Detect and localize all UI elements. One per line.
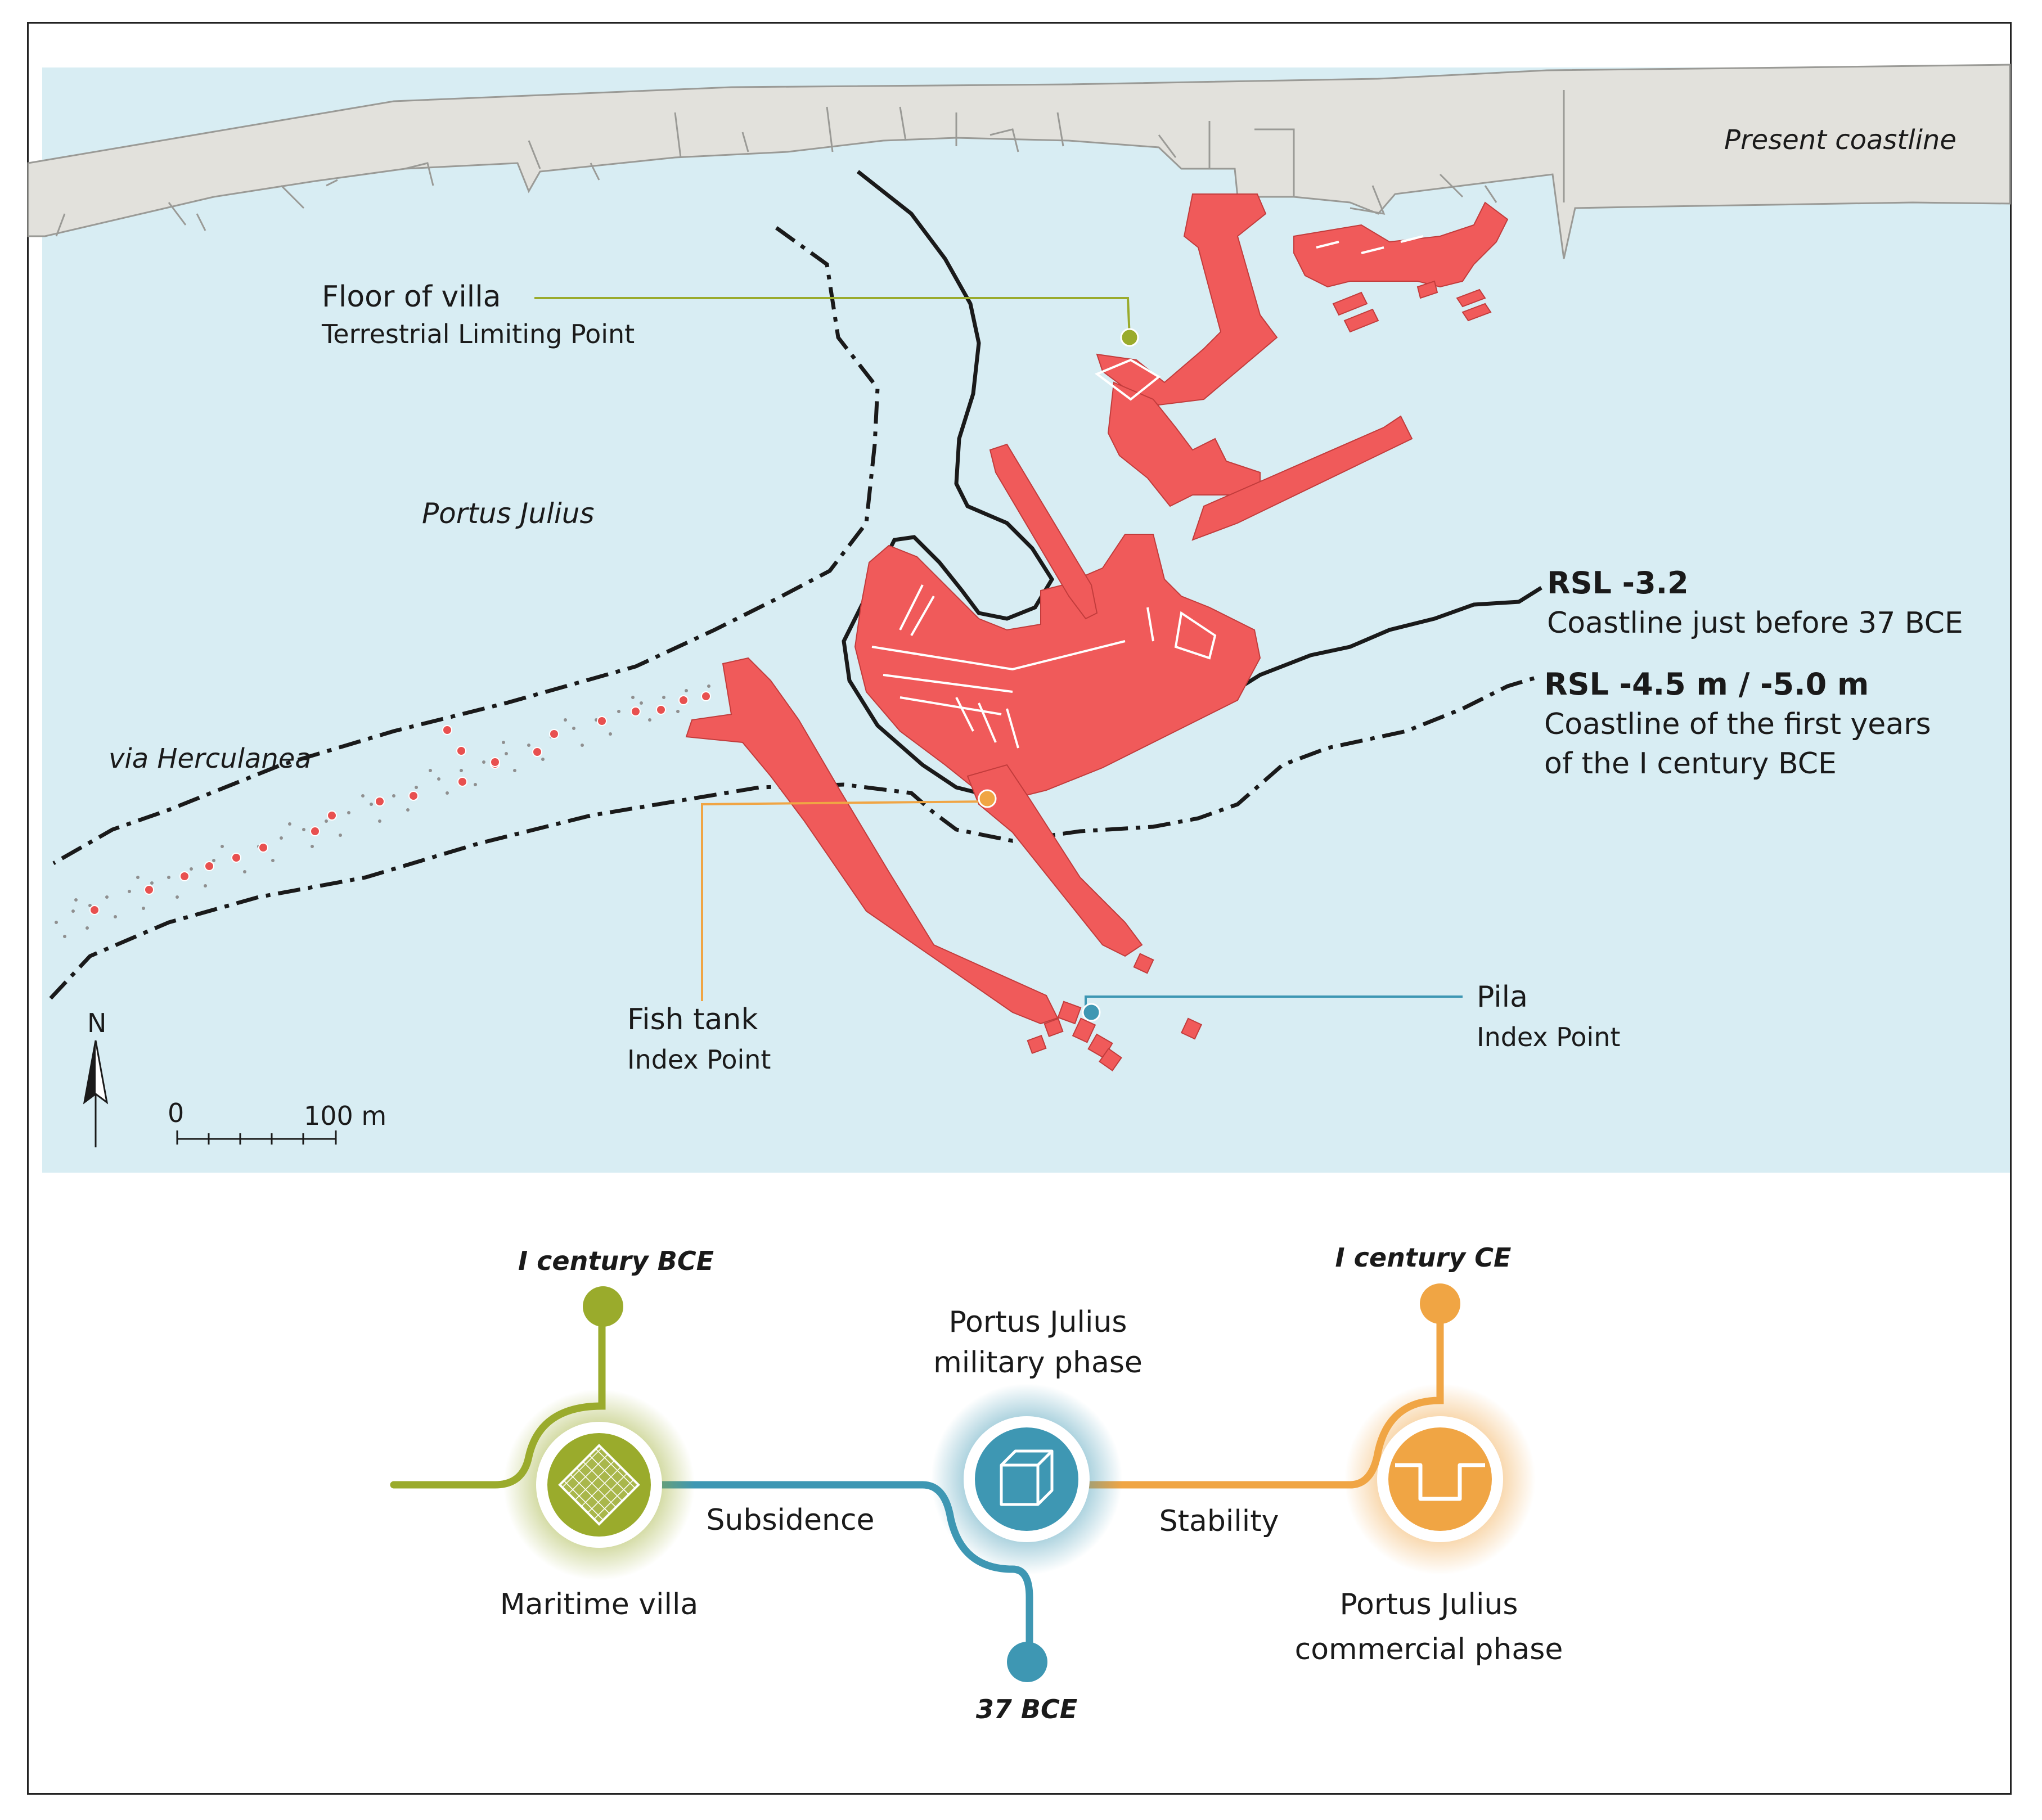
villa-grid-icon xyxy=(558,1444,640,1526)
rsl-32-subtitle: Coastline just before 37 BCE xyxy=(1547,606,1963,640)
phase-2-line1: Portus Julius xyxy=(949,1305,1127,1339)
pila-title: Pila xyxy=(1477,980,1528,1014)
timeline-panel: I century BCE 37 BCE I century CE Mariti… xyxy=(390,1242,1563,1724)
phase-node-military xyxy=(964,1416,1090,1542)
coastline-rsl-45 xyxy=(52,226,880,866)
date-marker-blue xyxy=(1007,1642,1047,1682)
phase-node-maritime-villa xyxy=(536,1422,662,1548)
rsl-45-label: RSL -4.5 m / -5.0 m Coastline of the fir… xyxy=(1544,666,1931,781)
fish-tank-subtitle: Index Point xyxy=(627,1044,771,1075)
harbour-inner-lines xyxy=(871,235,1424,749)
phase-2-line2: military phase xyxy=(933,1346,1143,1380)
date-marker-green xyxy=(583,1286,623,1327)
phase-3-line2: commercial phase xyxy=(1295,1633,1563,1666)
date-marker-orange xyxy=(1420,1283,1460,1324)
portus-julius-label: Portus Julius xyxy=(422,497,595,530)
present-coastline-label: Present coastline xyxy=(1724,124,1956,156)
rsl-32-title: RSL -3.2 xyxy=(1547,565,1689,601)
fish-tank-title: Fish tank xyxy=(627,1003,758,1037)
date-label-1: I century BCE xyxy=(518,1246,714,1276)
phase-3-line1: Portus Julius xyxy=(1340,1588,1518,1621)
scale-zero-label: 0 xyxy=(168,1098,184,1128)
date-label-3: I century CE xyxy=(1335,1242,1512,1273)
floor-of-villa-subtitle: Terrestrial Limiting Point xyxy=(321,319,635,349)
north-label: N xyxy=(87,1008,106,1038)
rsl-32-label: RSL -3.2 Coastline just before 37 BCE xyxy=(1547,565,1963,640)
road-dots xyxy=(55,684,710,938)
land-structures xyxy=(55,90,1565,237)
callout-floor-of-villa: Floor of villa Terrestrial Limiting Poin… xyxy=(321,280,1139,349)
map-panel: Present coastline xyxy=(27,64,2011,1173)
coastline-rsl-45-south xyxy=(49,675,1537,1000)
floor-of-villa-title: Floor of villa xyxy=(322,280,501,314)
callout-pila: Pila Index Point xyxy=(1082,980,1620,1052)
pila-subtitle: Index Point xyxy=(1477,1022,1620,1052)
north-arrow-icon: N xyxy=(83,1008,109,1147)
via-herculanea-label: via Herculanea xyxy=(109,743,312,774)
phase-1-label: Maritime villa xyxy=(500,1588,699,1621)
basin-icon xyxy=(1395,1463,1485,1501)
rsl-45-line1: Coastline of the first years xyxy=(1544,708,1931,741)
transition-label-stability: Stability xyxy=(1159,1504,1279,1538)
callout-fish-tank: Fish tank Index Point xyxy=(627,789,997,1075)
rsl-45-line2: of the I century BCE xyxy=(1544,747,1837,781)
scale-end-label: 100 m xyxy=(304,1101,386,1131)
date-label-2: 37 BCE xyxy=(976,1694,1077,1724)
harbour-ruins xyxy=(685,193,1509,1071)
road-markers xyxy=(89,691,711,915)
scale-bar: 0 100 m xyxy=(168,1098,386,1145)
transition-label-subsidence: Subsidence xyxy=(706,1503,874,1537)
phase-node-commercial xyxy=(1377,1416,1503,1542)
rsl-45-title: RSL -4.5 m / -5.0 m xyxy=(1544,666,1869,702)
cube-icon xyxy=(1000,1449,1054,1506)
